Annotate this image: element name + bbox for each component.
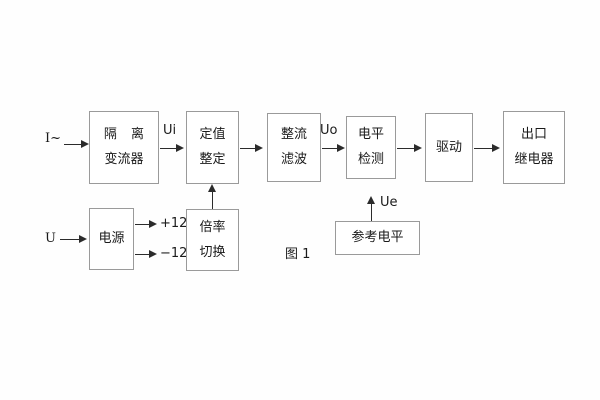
arrowhead-reference-to-level <box>367 196 375 204</box>
arrowhead-rail-negative <box>149 250 157 258</box>
connector-power-rail-negative <box>135 254 151 255</box>
block-power-supply-line1: 电源 <box>98 231 125 247</box>
block-multiplier-switch-line1: 倍率 <box>199 219 226 235</box>
arrowhead-rectify-to-level <box>337 144 345 152</box>
block-multiplier-switch-line2: 切换 <box>199 244 226 260</box>
ue-signal-label: Ue <box>380 195 398 210</box>
arrowhead-setting-to-rectify <box>255 144 263 152</box>
connector-rectify-to-level <box>322 148 338 149</box>
block-multiplier-switch: 倍率 切换 <box>186 209 239 271</box>
block-reference-level: 参考电平 <box>335 221 420 255</box>
block-output-relay: 出口 继电器 <box>503 111 565 184</box>
block-level-detect-line1: 电平 <box>357 127 384 143</box>
connector-setting-to-rectify <box>240 148 256 149</box>
block-driver: 驱动 <box>425 113 473 182</box>
block-output-relay-line2: 继电器 <box>514 152 554 167</box>
block-rectify-filter-line2: 滤波 <box>280 152 307 167</box>
connector-power-rail-positive <box>135 224 151 225</box>
block-output-relay-line1: 出口 <box>520 127 547 143</box>
voltage-input-label: U <box>45 231 56 246</box>
arrowhead-voltage-to-power <box>79 235 87 243</box>
current-input-label: I~ <box>45 131 62 146</box>
block-level-detect: 电平 检测 <box>346 116 396 179</box>
block-setting-line1: 定值 <box>199 127 226 143</box>
figure-caption: 图 1 <box>285 247 311 262</box>
block-rectify-filter: 整流 滤波 <box>267 113 321 182</box>
block-level-detect-line2: 检测 <box>357 152 384 167</box>
connector-reference-to-level <box>371 202 372 221</box>
arrowhead-current-to-isolation <box>81 140 89 148</box>
arrowhead-rail-positive <box>149 220 157 228</box>
connector-multiplier-to-setting <box>212 189 213 209</box>
block-reference-level-line1: 参考电平 <box>351 230 404 246</box>
block-setting-line2: 整定 <box>199 152 226 167</box>
arrowhead-multiplier-to-setting <box>208 184 216 192</box>
connector-level-to-driver <box>397 148 416 149</box>
block-isolation-ct-line2: 变流器 <box>104 152 144 167</box>
block-rectify-filter-line1: 整流 <box>280 127 307 143</box>
connector-driver-to-relay <box>474 148 494 149</box>
arrowhead-driver-to-relay <box>492 144 500 152</box>
ui-signal-label: Ui <box>163 123 177 138</box>
connector-current-to-isolation <box>64 144 84 145</box>
block-driver-line1: 驱动 <box>435 139 462 155</box>
connector-isolation-to-setting <box>160 148 176 149</box>
block-setting: 定值 整定 <box>186 111 239 184</box>
block-isolation-ct: 隔 离 变流器 <box>89 111 159 184</box>
uo-signal-label: Uo <box>320 123 338 138</box>
arrowhead-level-to-driver <box>414 144 422 152</box>
connector-voltage-to-power <box>60 239 82 240</box>
block-isolation-ct-line1: 隔 离 <box>103 127 150 143</box>
block-power-supply: 电源 <box>89 208 134 270</box>
arrowhead-isolation-to-setting <box>176 144 184 152</box>
